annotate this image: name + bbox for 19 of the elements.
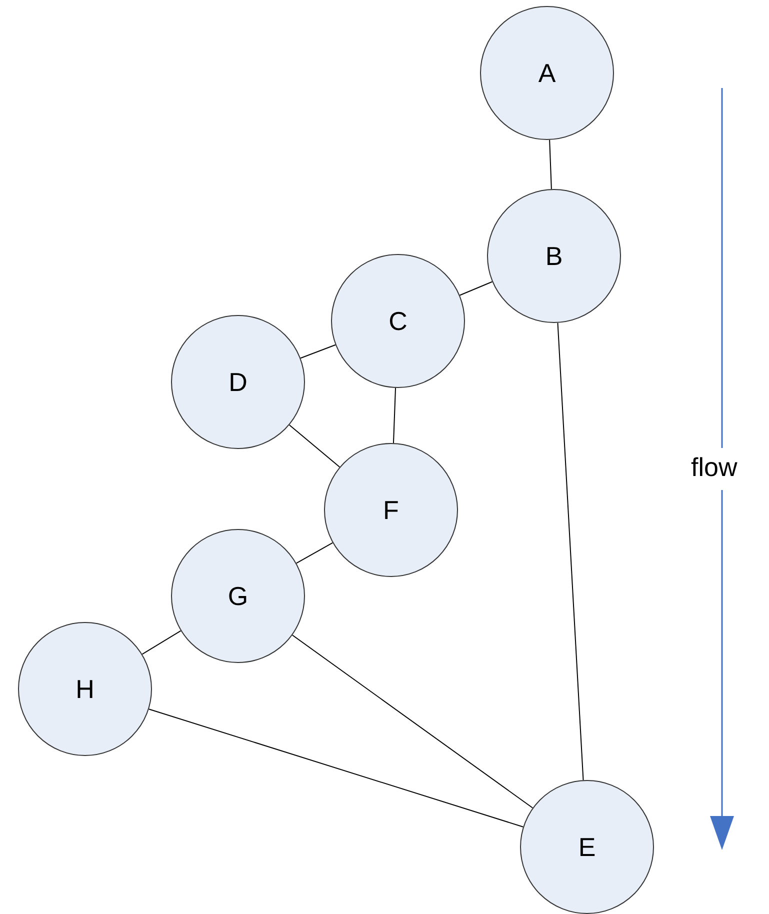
connector-line [292,634,534,808]
node-label: H [76,674,94,704]
connector-line [288,424,340,468]
connector-line [549,139,552,190]
node-label: F [383,494,399,526]
node-label: G [228,580,248,612]
node-label: A [538,58,556,88]
connector-line [392,387,396,444]
flow-label: flow [691,452,738,483]
connector-line [148,708,524,828]
connector-line [557,322,584,781]
connector-line [300,344,336,359]
connector-line [296,542,334,564]
node-label: E [578,832,596,862]
node-label: B [545,240,563,272]
connector-line [142,630,182,655]
connector-line [459,281,493,296]
node-label: D [228,366,248,398]
node-label: C [388,306,408,336]
